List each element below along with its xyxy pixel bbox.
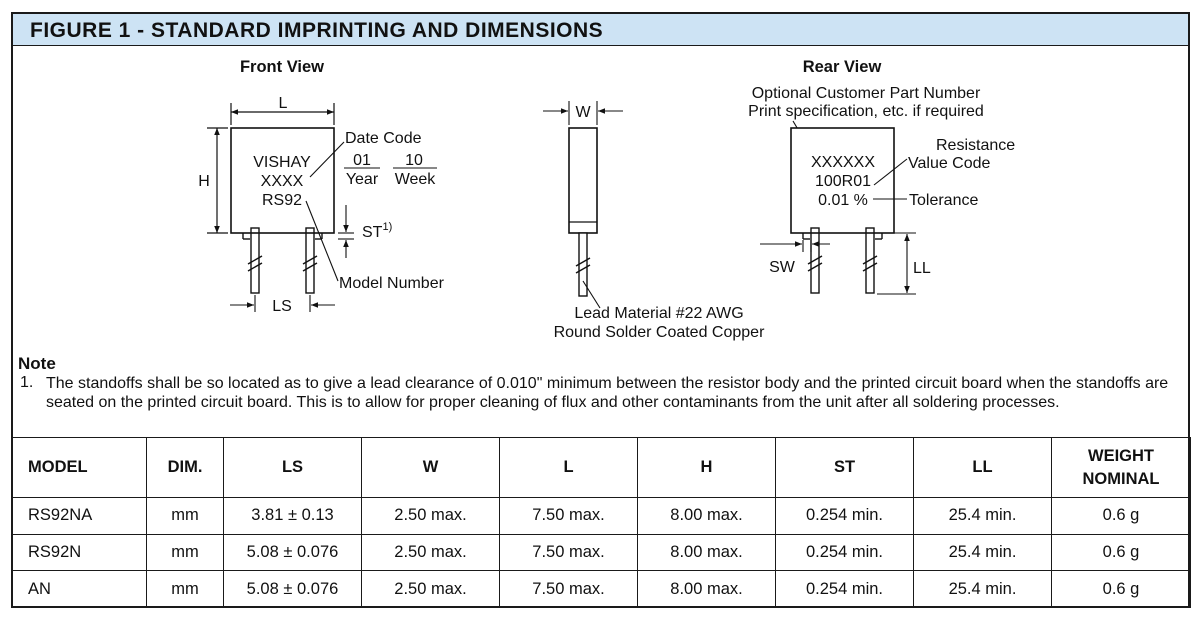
cell-dim: mm bbox=[146, 497, 224, 535]
st-label: ST1) bbox=[362, 221, 392, 241]
lead-note-line-1: Lead Material #22 AWG bbox=[574, 305, 743, 322]
header-weight: WEIGHT NOMINAL bbox=[1051, 437, 1191, 498]
model-number-label: Model Number bbox=[339, 275, 445, 292]
header-l: L bbox=[499, 437, 638, 498]
header-ll: LL bbox=[913, 437, 1052, 498]
week-label: Week bbox=[395, 171, 437, 188]
cell-dim: mm bbox=[146, 570, 224, 608]
front-leads bbox=[247, 227, 318, 294]
header-ls: LS bbox=[223, 437, 362, 498]
cell-w: 2.50 max. bbox=[361, 533, 500, 572]
cell-st: 0.254 min. bbox=[775, 497, 914, 535]
side-view: W Lead Material #22 AWG Round Solder Coa… bbox=[543, 101, 765, 341]
rear-marking-line-3: 0.01 % bbox=[818, 192, 868, 209]
header-model: MODEL bbox=[11, 437, 147, 498]
cell-model: RS92N bbox=[11, 533, 147, 572]
dimension-drawing: Front View L H VISHAY XXXX RS92 bbox=[198, 58, 1015, 341]
week-value: 10 bbox=[405, 152, 423, 169]
resistance-label-line-1: Resistance bbox=[936, 137, 1015, 154]
cell-ls: 5.08 ± 0.076 bbox=[223, 533, 362, 572]
table-row: RS92NA mm 3.81 ± 0.13 2.50 max. 7.50 max… bbox=[11, 497, 1191, 535]
front-marking-line-1: VISHAY bbox=[253, 154, 311, 171]
resistor-body-front bbox=[230, 127, 335, 234]
cell-l: 7.50 max. bbox=[499, 533, 638, 572]
note-text: The standoffs shall be so located as to … bbox=[46, 375, 1169, 411]
cell-l: 7.50 max. bbox=[499, 497, 638, 535]
resistance-label-line-2: Value Code bbox=[908, 155, 991, 172]
cell-ls: 3.81 ± 0.13 bbox=[223, 497, 362, 535]
rear-leads bbox=[807, 227, 878, 294]
header-dim: DIM. bbox=[146, 437, 224, 498]
figure-frame: FIGURE 1 - STANDARD IMPRINTING AND DIMEN… bbox=[11, 12, 1190, 608]
cell-h: 8.00 max. bbox=[637, 497, 776, 535]
note-heading: Note bbox=[18, 354, 56, 373]
front-marking-line-3: RS92 bbox=[262, 192, 302, 209]
front-view-heading: Front View bbox=[240, 58, 324, 76]
header-h: H bbox=[637, 437, 776, 498]
dimensions-table: MODEL DIM. LS W L H ST LL WEIGHT NOMINAL… bbox=[11, 437, 1191, 608]
tolerance-label: Tolerance bbox=[909, 192, 978, 209]
optional-note-line-1: Optional Customer Part Number bbox=[752, 85, 981, 102]
table-header-row: MODEL DIM. LS W L H ST LL WEIGHT NOMINAL bbox=[11, 437, 1191, 498]
table-row: RS92N mm 5.08 ± 0.076 2.50 max. 7.50 max… bbox=[11, 533, 1191, 572]
cell-l: 7.50 max. bbox=[499, 570, 638, 608]
year-value: 01 bbox=[353, 152, 371, 169]
resistor-body-side bbox=[568, 127, 598, 234]
dim-W-label: W bbox=[575, 104, 591, 121]
dim-H-label: H bbox=[198, 173, 210, 190]
rear-marking-line-2: 100R01 bbox=[815, 173, 871, 190]
optional-note-line-2: Print specification, etc. if required bbox=[748, 103, 984, 120]
table-row: AN mm 5.08 ± 0.076 2.50 max. 7.50 max. 8… bbox=[11, 570, 1191, 608]
header-w: W bbox=[361, 437, 500, 498]
cell-h: 8.00 max. bbox=[637, 533, 776, 572]
front-view: Front View L H VISHAY XXXX RS92 bbox=[198, 58, 444, 315]
resistor-body-rear bbox=[790, 127, 895, 234]
cell-model: RS92NA bbox=[11, 497, 147, 535]
year-label: Year bbox=[346, 171, 379, 188]
cell-ll: 25.4 min. bbox=[913, 570, 1052, 608]
rear-view-heading: Rear View bbox=[803, 58, 882, 76]
cell-ll: 25.4 min. bbox=[913, 533, 1052, 572]
front-marking-line-2: XXXX bbox=[261, 173, 304, 190]
cell-st: 0.254 min. bbox=[775, 570, 914, 608]
lead-note-line-2: Round Solder Coated Copper bbox=[554, 324, 765, 341]
rear-view: Rear View Optional Customer Part Number … bbox=[748, 58, 1015, 295]
cell-weight: 0.6 g bbox=[1051, 497, 1191, 535]
date-code-label: Date Code bbox=[345, 130, 422, 147]
cell-weight: 0.6 g bbox=[1051, 570, 1191, 608]
figure-title: FIGURE 1 - STANDARD IMPRINTING AND DIMEN… bbox=[30, 19, 604, 42]
dim-LS-label: LS bbox=[272, 298, 292, 315]
dim-L-label: L bbox=[279, 95, 288, 112]
side-lead bbox=[578, 232, 588, 297]
rear-marking-line-1: XXXXXX bbox=[811, 154, 875, 171]
dim-LL-label: LL bbox=[913, 260, 931, 277]
cell-weight: 0.6 g bbox=[1051, 533, 1191, 572]
cell-ll: 25.4 min. bbox=[913, 497, 1052, 535]
note-number: 1. bbox=[20, 374, 34, 391]
cell-dim: mm bbox=[146, 533, 224, 572]
cell-w: 2.50 max. bbox=[361, 570, 500, 608]
cell-w: 2.50 max. bbox=[361, 497, 500, 535]
figure-header: FIGURE 1 - STANDARD IMPRINTING AND DIMEN… bbox=[13, 14, 1188, 46]
cell-h: 8.00 max. bbox=[637, 570, 776, 608]
cell-model: AN bbox=[11, 570, 147, 608]
dim-SW-label: SW bbox=[769, 259, 796, 276]
cell-st: 0.254 min. bbox=[775, 533, 914, 572]
header-st: ST bbox=[775, 437, 914, 498]
cell-ls: 5.08 ± 0.076 bbox=[223, 570, 362, 608]
